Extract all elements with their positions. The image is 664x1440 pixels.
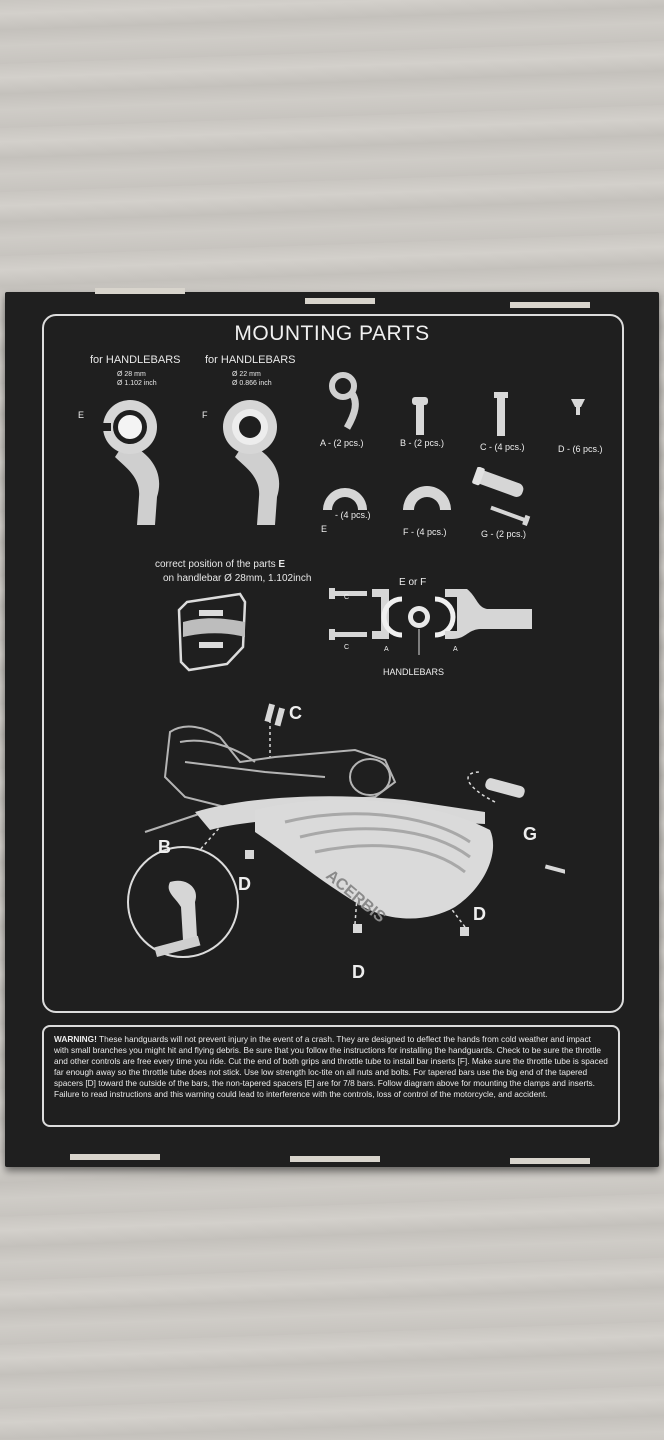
part-d-label: D - (6 pcs.)	[558, 444, 603, 454]
assembly-handlebars: HANDLEBARS	[383, 667, 445, 677]
position-note-line2: on handlebar Ø 28mm, 1.102inch	[163, 573, 312, 584]
box-tape-top-left	[95, 288, 185, 294]
page-title: MOUNTING PARTS	[234, 322, 430, 345]
position-note-line1: correct position of the parts E	[155, 559, 286, 570]
handlebar-22-label: for HANDLEBARS	[205, 354, 296, 366]
clamp-28-illustration	[103, 400, 160, 525]
box-tape-bottom-mid	[290, 1156, 380, 1162]
handlebar-28-inch: Ø 1.102 inch	[117, 380, 157, 387]
warning-box: WARNING! These handguards will not preve…	[42, 1025, 620, 1127]
part-d-illustration	[571, 399, 585, 415]
product-box-back: MOUNTING PARTS for HANDLEBARS Ø 28 mm Ø …	[5, 288, 659, 1167]
handlebar-22-inch: Ø 0.866 inch	[232, 380, 272, 387]
part-g-label: G - (2 pcs.)	[481, 529, 527, 539]
part-a-illustration	[329, 372, 359, 430]
assembly-c-top: C	[344, 594, 350, 601]
label-d-bottom: D	[352, 962, 365, 982]
handlebar-28-letter: E	[78, 410, 85, 420]
clamp-22-illustration	[223, 400, 280, 525]
part-e-count: - (4 pcs.)	[335, 510, 371, 520]
part-f-illustration	[403, 486, 451, 510]
box-tape-bottom-right	[510, 1158, 590, 1164]
label-d-left: D	[238, 874, 251, 894]
handguard-diagram: ACERBIS	[127, 703, 565, 958]
box-tape-top-mid	[305, 298, 375, 304]
part-e-illustration	[323, 488, 367, 510]
part-a-label: A - (2 pcs.)	[320, 438, 364, 448]
label-b: B	[158, 837, 171, 857]
assembly-a-left: A	[384, 646, 389, 653]
part-f-label: F - (4 pcs.)	[403, 527, 447, 537]
handlebar-28-mm: Ø 28 mm	[117, 371, 146, 378]
part-e-letter: E	[321, 524, 328, 534]
handlebar-28-label: for HANDLEBARS	[90, 354, 181, 366]
assembly-e-or-f: E or F	[399, 577, 427, 588]
handlebar-22-mm: Ø 22 mm	[232, 371, 261, 378]
assembly-illustration	[329, 588, 532, 655]
label-c: C	[289, 703, 302, 723]
box-tape-top-right	[510, 302, 590, 308]
assembly-a-right: A	[453, 646, 458, 653]
box-tape-bottom-left	[70, 1154, 160, 1160]
warning-heading: WARNING!	[54, 1034, 97, 1044]
assembly-c-bottom: C	[344, 644, 350, 651]
part-b-illustration	[412, 397, 428, 435]
handlebar-22-letter: F	[202, 410, 208, 420]
part-b-label: B - (2 pcs.)	[400, 438, 445, 448]
warning-text: These handguards will not prevent injury…	[54, 1034, 608, 1099]
part-c-label: C - (4 pcs.)	[480, 442, 525, 452]
part-g-illustration	[472, 467, 531, 527]
part-c-illustration	[494, 392, 508, 436]
label-d-right: D	[473, 904, 486, 924]
diagram-frame	[42, 314, 624, 1013]
position-illustration	[177, 592, 247, 672]
label-g: G	[523, 824, 538, 844]
